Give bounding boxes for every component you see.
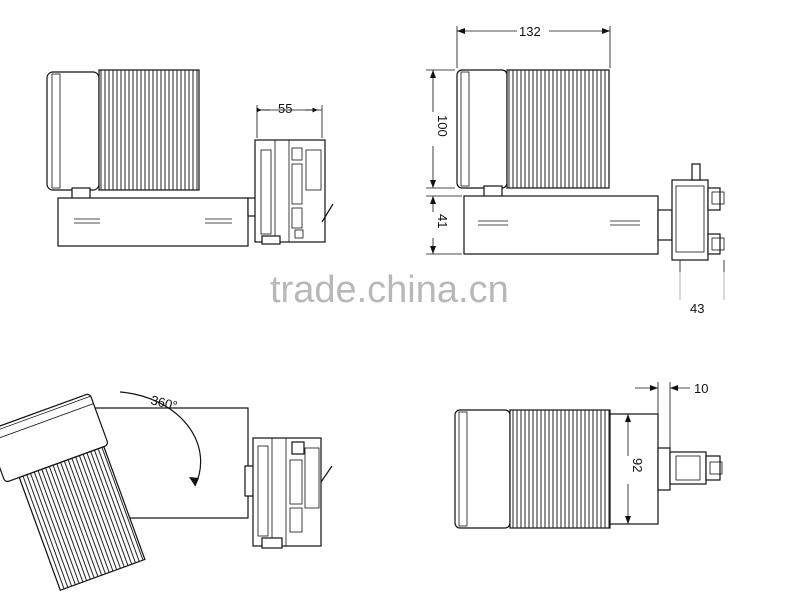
side-view-top-left <box>46 69 334 247</box>
dim-41-label: 41 <box>435 214 450 228</box>
dim-360-label: 360° <box>149 392 179 413</box>
dim-43-label: 43 <box>690 301 704 316</box>
dim-132-label: 132 <box>519 24 541 39</box>
watermark-text: trade.china.cn <box>270 269 509 311</box>
dim-55-label: 55 <box>278 101 292 116</box>
dim-10-label: 10 <box>694 381 708 396</box>
rotated-view-bottom-left <box>0 391 333 591</box>
rear-view-bottom-right <box>454 382 723 529</box>
dim-92-label: 92 <box>630 458 645 472</box>
dim-100-label: 100 <box>435 115 450 137</box>
side-view-top-right <box>426 24 732 306</box>
